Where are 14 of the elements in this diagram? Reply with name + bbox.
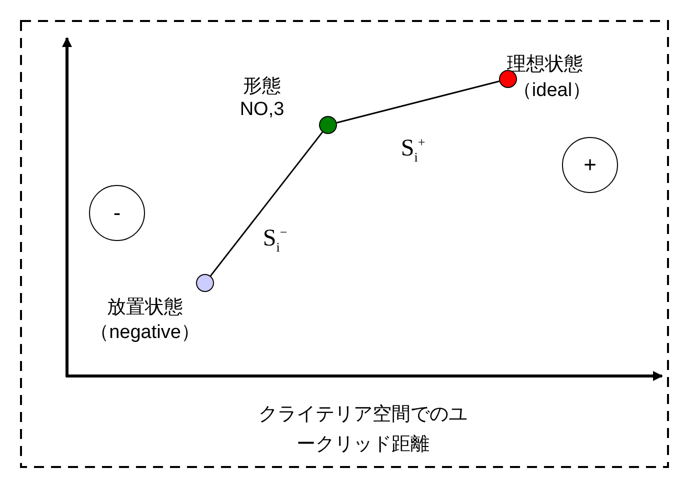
sign-circle: - xyxy=(89,185,145,241)
point-label: （ideal） xyxy=(512,79,592,103)
point-marker xyxy=(319,116,337,134)
connector-line xyxy=(210,132,324,276)
connector-line xyxy=(336,80,500,124)
point-marker xyxy=(196,274,214,292)
axis-label: クライテリア空間でのユークリッド距離 xyxy=(258,403,468,457)
point-label: 放置状態 xyxy=(107,296,183,320)
point-label: （negative） xyxy=(90,321,200,345)
point-label: 形態 xyxy=(243,75,281,99)
point-label: 理想状態 xyxy=(507,53,583,77)
point-marker xyxy=(499,70,517,88)
sign-circle: + xyxy=(562,137,618,193)
point-label: NO,3 xyxy=(240,99,284,121)
